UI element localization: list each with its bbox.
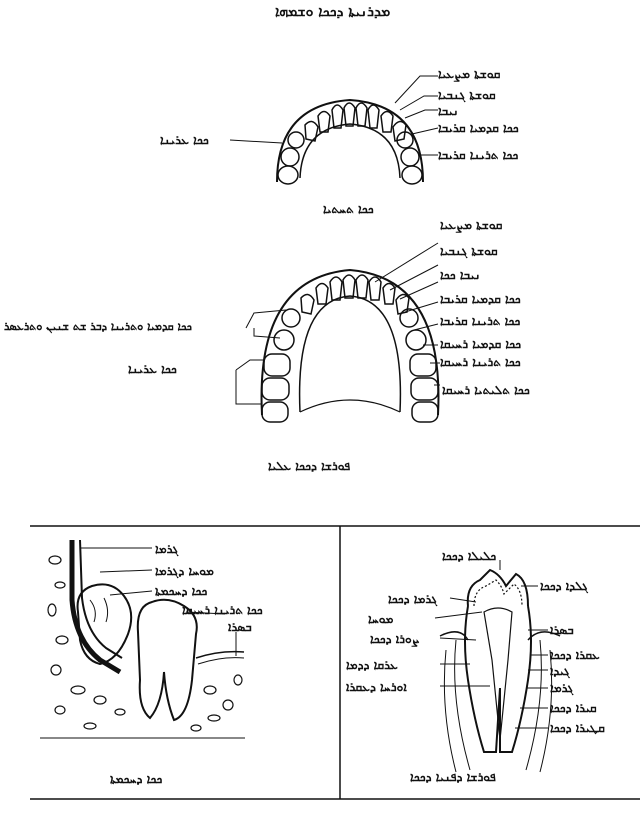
upper-arch-diagram [235,242,440,423]
section-label-gum: ܒܣܪܐ [550,623,574,637]
lower-label-molars: ܟܟܐ ܥܪܝܢܐ [160,133,209,147]
lower-arch-caption: ܟܟܐ ܬܚܬܝܐ [323,202,374,216]
upper-label-lateral-incisors: ܩܘܫܬܐ ܓܢܒܝܐ [440,244,498,258]
section-label-enamel: ܓܠܕܐ ܕܟܟܐ [540,579,588,593]
section-label-root: ܥܩܪܐ ܕܟܟܐ [550,648,600,662]
wisdom-label-bone: ܓܪܡܐ [155,542,179,556]
tooth-section-caption: ܦܘܪܫܐ ܕܦܢܝܐ ܕܟܟܐ [410,770,496,784]
upper-label-first-molar: ܟܟܐ ܩܕܡܝܐ ܪܚܝܩܐ [440,337,522,351]
upper-label-second-premolar: ܟܟܐ ܬܪܝܢܐ ܩܪܝܒܐ [440,314,521,328]
upper-label-left-molars: ܟܟܐ ܥܪܝܢܐ [128,362,177,376]
wisdom-tooth-caption: ܟܟܐ ܕܚܟܡܬܐ [110,772,163,786]
upper-label-third-molar: ܟܟܐ ܬܠܝܬܝܐ ܪܚܝܩܐ [442,383,530,397]
wisdom-label-marrow: ܡܘܚܐ ܕܓܪܡܐ [155,564,214,578]
section-label-crown: ܟܠܝܠܐ ܕܟܟܐ [442,549,497,563]
section-label-cementum: ܩܝܪܐ ܕܟܟܐ [550,701,597,715]
upper-label-second-molar: ܟܟܐ ܬܪܝܢܐ ܪܚܝܩܐ [440,355,521,369]
wisdom-tooth-diagram [40,539,245,739]
upper-label-left-note: ܟܟܐ ܩܕܡܝܐ ܘܬܪܝܢܐ ܕܒܪ ܫܬ ܫܢܝܢ ܘܬܪܥܣܪ [4,320,192,333]
wisdom-label-wisdom-tooth: ܟܟܐ ܕܚܟܡܬܐ [155,584,208,598]
section-label-root-canal: ܐܘܪܚܐ ܕܥܩܪܐ [346,680,407,694]
upper-label-central-incisors: ܩܘܫܬܐ ܡܨܥܝܐ [440,218,503,232]
page-title: ܡܕܪܢܝܬܐ ܕܟܟܐ ܘܫܡܗܐ [275,4,391,20]
section-label-pulp: ܡܘܚܐ [368,612,394,626]
wisdom-label-second-molar: ܟܟܐ ܬܪܝܢܐ ܪܚܝܩܐ [182,603,263,617]
section-label-periodontal: ܩܛܝܪܐ ܕܟܟܐ [550,721,605,735]
section-label-blood-vessel: ܥܪܩܐ ܕܕܡܐ [346,658,398,672]
tooth-section-diagram [434,560,561,773]
wisdom-label-gum: ܒܣܪܐ [228,620,252,634]
lower-label-first-premolar: ܟܟܐ ܩܕܡܝܐ ܩܪܝܒܐ [438,121,519,135]
lower-arch-diagram [229,75,439,185]
lower-label-second-premolar: ܟܟܐ ܬܪܝܢܐ ܩܪܝܒܐ [438,148,519,162]
upper-label-first-premolar: ܟܟܐ ܩܕܡܝܐ ܩܪܝܒܐ [440,292,521,306]
lower-label-lateral-incisors: ܩܘܫܬܐ ܓܢܒܝܐ [438,88,496,102]
section-label-dentin: ܓܪܡܐ ܕܟܟܐ [388,592,438,606]
section-label-bone: ܓܪܡܐ [550,681,574,695]
section-label-neck: ܨܘܪܐ ܕܟܟܐ [370,632,419,646]
lower-label-canine: ܢܝܒܐ [438,104,459,118]
section-label-nerve: ܓܝܕܐ [550,664,570,678]
upper-arch-caption: ܦܘܪܫܐ ܕܟܟܐ ܥܠܝܐ [268,459,351,473]
upper-label-canine: ܢܝܒܐ ܟܟܐ [440,268,481,282]
lower-label-central-incisors: ܩܘܫܬܐ ܡܨܥܝܐ [438,67,501,81]
